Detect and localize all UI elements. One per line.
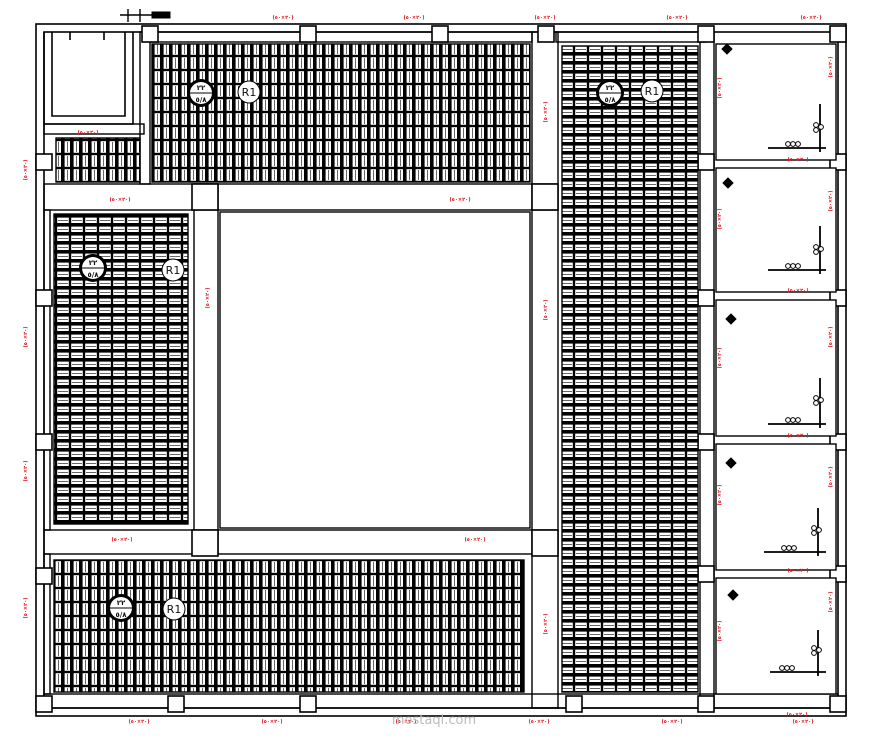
rebar-bay-4 — [725, 457, 826, 556]
dimension-label: (٢٠×٥٠) — [661, 719, 682, 725]
dimension-label: (٢٠×٥٠) — [717, 484, 723, 505]
dimension-label: (٢٠×٥٠) — [77, 130, 98, 136]
dimension-label: (٢٠×٥٠) — [828, 326, 834, 347]
dimension-label: (٢٠×٥٠) — [23, 326, 29, 347]
panel-label: R1 — [166, 264, 181, 277]
dimension-label: (٢٠×٥٠) — [787, 288, 808, 294]
dimension-label: (٢٠×٥٠) — [828, 591, 834, 612]
dimension-label: (٢٠×٥٠) — [828, 56, 834, 77]
panel-marker-right: ٢٢ ٥/٨ R1 — [596, 79, 664, 107]
panel-marker-top: ٢٢ ٥/٨ R1 — [187, 79, 261, 107]
marker-code-bottom: ٥/٨ — [604, 96, 616, 104]
dimension-label: (٢٠×٥٠) — [395, 719, 416, 725]
panel-label: R1 — [167, 603, 182, 616]
dimension-label: (٢٠×٥٠) — [23, 159, 29, 180]
dimension-label: (٢٠×٥٠) — [787, 568, 808, 574]
dimension-labels: (٢٠×٥٠) (٢٠×٥٠) (٢٠×٥٠) (٢٠×٥٠) (٢٠×٥٠) … — [77, 15, 821, 725]
dimension-label: (٢٠×٥٠) — [828, 466, 834, 487]
marker-code-top: ٢٢ — [89, 259, 98, 267]
dimension-label: (٢٠×٥٠) — [205, 287, 211, 308]
dimension-label: (٢٠×٥٠) — [109, 197, 130, 203]
dimension-label: (٢٠×٥٠) — [828, 190, 834, 211]
dimension-label: (٢٠×٥٠) — [717, 620, 723, 641]
slab-panel-bottom — [53, 559, 525, 693]
panel-label: R1 — [242, 86, 257, 99]
dimension-label: (٢٠×٥٠) — [128, 719, 149, 725]
dimension-label: (٢٠×٥٠) — [786, 712, 807, 718]
dimension-label: (٢٠×٥٠) — [272, 15, 293, 21]
rebar-bay-2 — [722, 177, 826, 274]
dimension-label: (٢٠×٥٠) — [464, 537, 485, 543]
dimension-label: (٢٠×٥٠) — [787, 157, 808, 163]
panel-marker-left: ٢٢ ٥/٨ R1 — [79, 254, 185, 282]
dimension-label: (٢٠×٥٠) — [800, 15, 821, 21]
dimension-label: (٢٠×٥٠) — [449, 197, 470, 203]
dimension-label: (٢٠×٥٠) — [403, 15, 424, 21]
dimension-label: (٢٠×٥٠) — [543, 101, 549, 122]
marker-code-top: ٢٢ — [606, 84, 615, 92]
dimension-label: (٢٠×٥٠) — [23, 460, 29, 481]
dimension-label: (٢٠×٥٠) — [787, 433, 808, 439]
watermark: mostaql.com — [392, 713, 476, 728]
dimension-label: (٢٠×٥٠) — [717, 347, 723, 368]
stair-room — [43, 32, 134, 125]
panel-label: R1 — [645, 85, 660, 98]
dimension-label: (٢٠×٥٠) — [23, 597, 29, 618]
rebar-bay-5 — [727, 589, 826, 676]
dimension-label: (٢٠×٥٠) — [528, 719, 549, 725]
rebar-bay-3 — [725, 313, 826, 428]
panel-marker-bottom: ٢٢ ٥/٨ R1 — [107, 594, 186, 622]
dimension-label: (٢٠×٥٠) — [543, 613, 549, 634]
slab-panel-right — [561, 45, 699, 693]
dimension-label: (٢٠×٥٠) — [792, 719, 813, 725]
marker-code-bottom: ٥/٨ — [115, 611, 127, 619]
marker-code-bottom: ٥/٨ — [87, 271, 99, 279]
dimension-label: (٢٠×٥٠) — [717, 77, 723, 98]
rebar-details — [721, 43, 826, 676]
solid-slab-bays — [715, 43, 837, 695]
rebar-bay-1 — [721, 43, 826, 152]
marker-code-top: ٢٢ — [197, 84, 206, 92]
dimension-labels-vertical: (٢٠×٥٠) (٢٠×٥٠) (٢٠×٥٠) (٢٠×٥٠) (٢٠×٥٠) … — [23, 56, 834, 641]
dimension-label: (٢٠×٥٠) — [111, 537, 132, 543]
slab-panel-top — [55, 43, 531, 183]
dimension-label: (٢٠×٥٠) — [261, 719, 282, 725]
courtyard-opening — [219, 211, 531, 529]
dimension-label: (٢٠×٥٠) — [717, 208, 723, 229]
dimension-label: (٢٠×٥٠) — [534, 15, 555, 21]
columns — [35, 25, 847, 713]
marker-code-top: ٢٢ — [117, 599, 126, 607]
north-arrow — [120, 9, 171, 22]
dimension-label: (٢٠×٥٠) — [543, 299, 549, 320]
marker-code-bottom: ٥/٨ — [195, 96, 207, 104]
dimension-label: (٢٠×٥٠) — [666, 15, 687, 21]
